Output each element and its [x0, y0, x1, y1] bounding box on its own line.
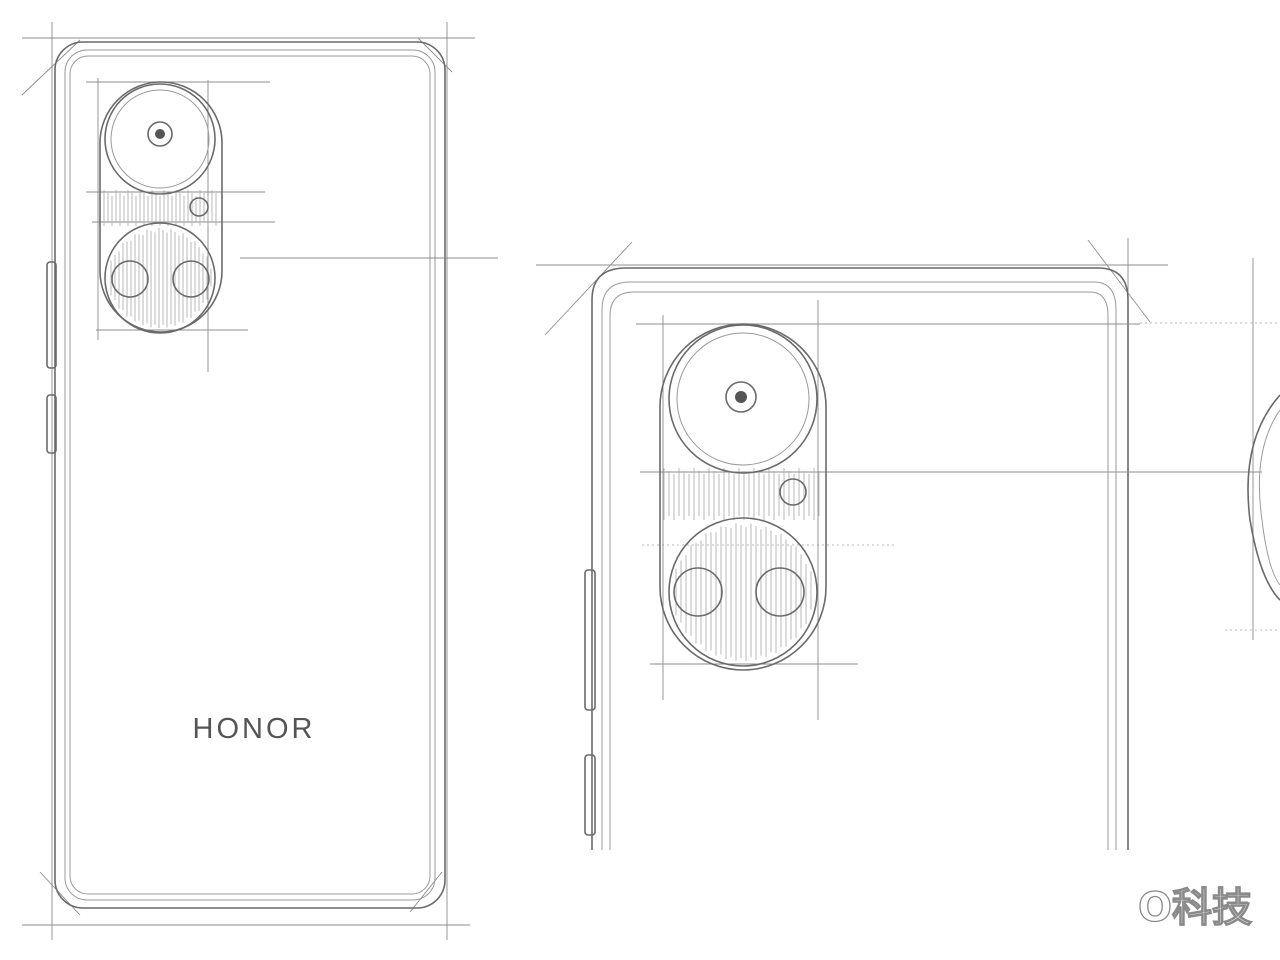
guide-line: [417, 37, 453, 73]
lens-right-icon: [755, 567, 805, 617]
main-lens-inner: [110, 89, 210, 189]
power-button: [46, 394, 57, 454]
camera-module-outline: [659, 323, 827, 671]
phone-back-full-view: HONOR: [21, 22, 498, 940]
secondary-lens-ring: [668, 517, 818, 667]
phone-zoom-outline: [591, 267, 1129, 850]
watermark: O科技: [1120, 874, 1270, 934]
lens-sensor-icon: [147, 121, 173, 147]
brand-logo: HONOR: [193, 713, 316, 745]
lens-sensor-icon: [725, 381, 757, 413]
guide-line: [1087, 239, 1151, 323]
flash-icon: [189, 197, 209, 217]
lens-center-icon: [735, 391, 747, 403]
main-lens-outer: [668, 324, 818, 474]
camera-module-outline: [99, 81, 223, 333]
volume-button: [584, 569, 596, 711]
camera-module-zoom: [659, 323, 827, 671]
main-lens-inner: [676, 332, 810, 466]
secondary-lens-ring: [104, 222, 216, 334]
guide-line: [544, 241, 633, 336]
guide-line: [21, 39, 81, 96]
volume-button: [46, 261, 57, 369]
guide-line: [39, 871, 81, 916]
flash-icon: [779, 478, 807, 506]
camera-module: [99, 81, 223, 334]
lens-left-icon: [111, 260, 149, 298]
lens-center-icon: [155, 129, 165, 139]
phone-zoom-inner-outline: [609, 291, 1109, 850]
power-button: [584, 754, 596, 836]
detail-lens-edge: [1247, 394, 1280, 601]
phone-inner-outline: [69, 55, 431, 895]
guide-line: [409, 871, 443, 913]
watermark-text: O科技: [1137, 884, 1252, 931]
main-lens-outer: [104, 83, 216, 195]
phone-back-zoom-view: [536, 238, 1280, 850]
phone-inner-outline: [64, 49, 436, 901]
lens-left-icon: [673, 567, 723, 617]
phone-outline: [54, 41, 446, 909]
detail-lens-edge: [1258, 409, 1280, 586]
phone-zoom-inner-outline: [601, 281, 1117, 850]
lens-right-icon: [172, 260, 210, 298]
